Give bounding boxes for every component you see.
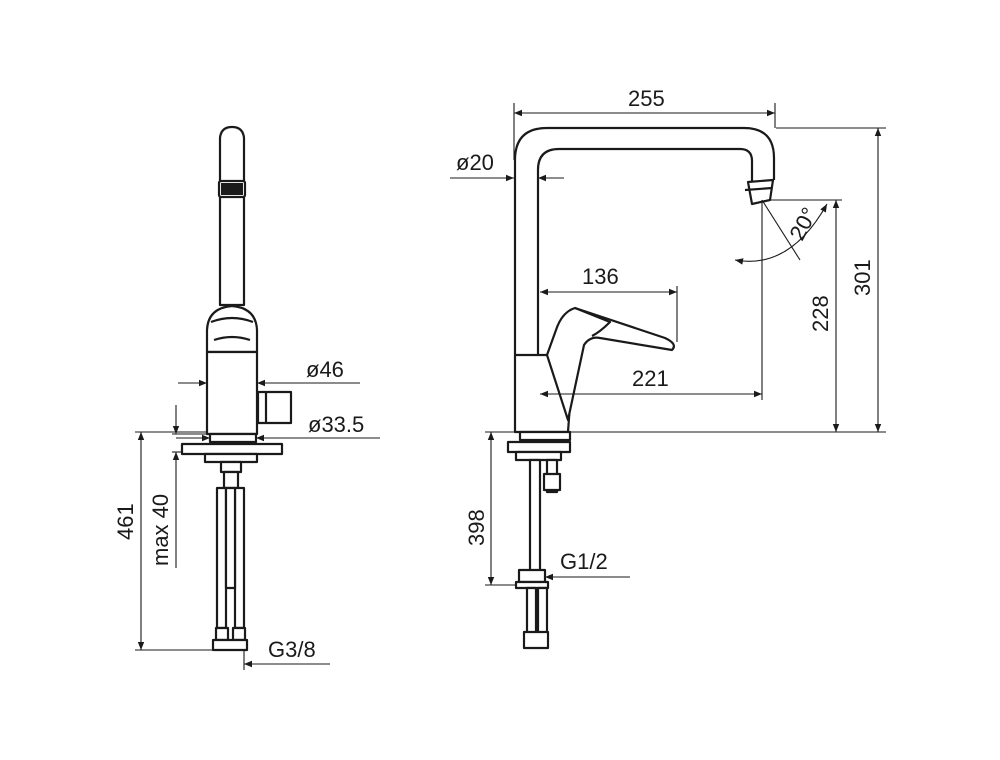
dim-label-398: 398 bbox=[464, 509, 489, 546]
dimension-height-301: 301 bbox=[570, 127, 886, 433]
dim-label-g3-8: G3/8 bbox=[268, 637, 316, 662]
dim-label-136: 136 bbox=[582, 264, 619, 289]
dim-label-221: 221 bbox=[632, 366, 669, 391]
dim-label-angle: 20° bbox=[784, 203, 822, 244]
dimension-diameter-20: ø20 bbox=[450, 150, 564, 182]
dim-label-46: ø46 bbox=[306, 357, 344, 382]
dimension-outlet-221: 221 bbox=[540, 200, 763, 400]
dim-label-33-5: ø33.5 bbox=[308, 412, 364, 437]
dimension-thread-g3-8: G3/8 bbox=[243, 637, 330, 670]
dimension-diameter-33-5: ø33.5 bbox=[176, 412, 380, 442]
dim-label-461: 461 bbox=[113, 503, 138, 540]
dim-label-301: 301 bbox=[850, 259, 875, 296]
dimension-max-40: max 40 bbox=[148, 405, 208, 568]
dim-label-g1-2: G1/2 bbox=[560, 549, 608, 574]
dimension-angle-20: 20° bbox=[734, 199, 828, 265]
faucet-front-view-icon bbox=[506, 126, 776, 650]
dimension-hose-398: 398 bbox=[464, 431, 516, 586]
dim-label-20: ø20 bbox=[456, 150, 494, 175]
dimension-diameter-46: ø46 bbox=[178, 357, 360, 387]
dim-label-228: 228 bbox=[808, 295, 833, 332]
faucet-side-view-icon bbox=[180, 125, 293, 652]
dimension-handle-136: 136 bbox=[540, 264, 678, 342]
dimension-reach-255: 255 bbox=[513, 86, 776, 160]
dimension-length-461: 461 bbox=[113, 431, 213, 651]
dim-label-max-40: max 40 bbox=[148, 494, 173, 566]
dimension-thread-g1-2: G1/2 bbox=[545, 549, 630, 581]
dim-label-255: 255 bbox=[628, 86, 665, 111]
dimension-height-228: 228 bbox=[770, 199, 842, 432]
